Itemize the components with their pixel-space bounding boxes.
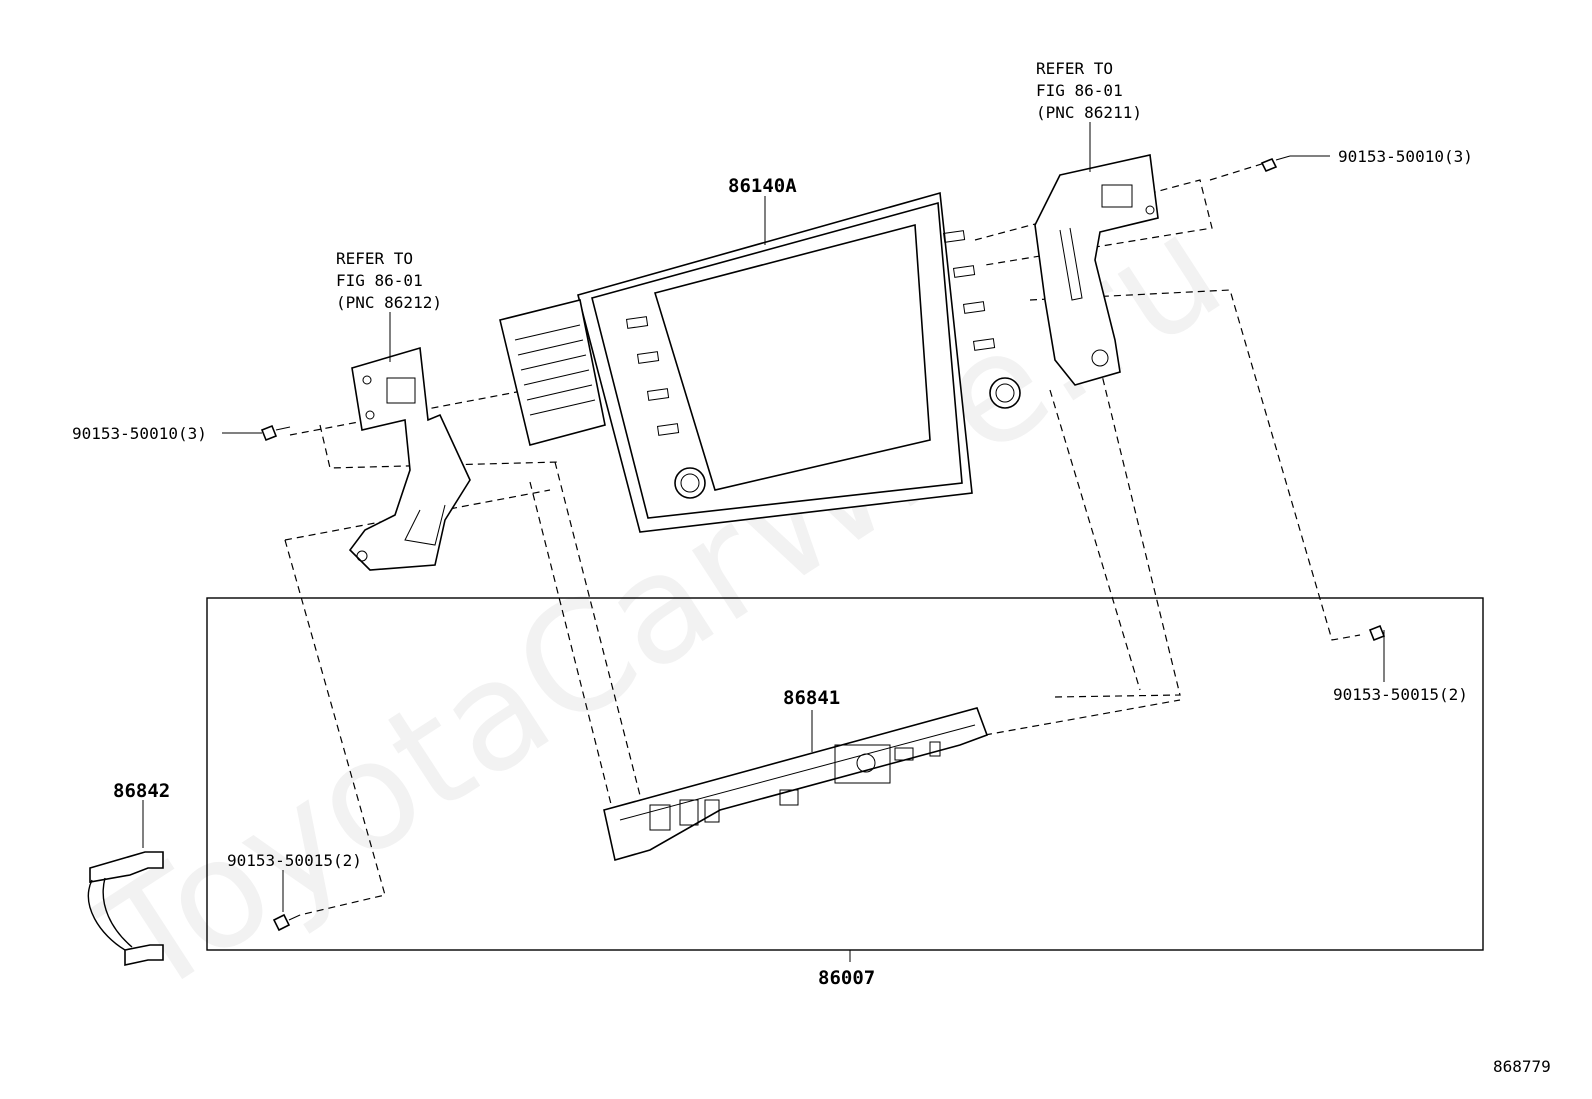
screw-icon bbox=[260, 424, 291, 442]
refer-right-line1: REFER TO bbox=[1036, 59, 1113, 78]
refer-left-line2: FIG 86-01 bbox=[336, 271, 423, 290]
screw-icon bbox=[1368, 624, 1386, 650]
screw-label-left: 90153-50010(3) bbox=[72, 424, 207, 443]
harness-86842 bbox=[87, 851, 164, 966]
refer-left-line1: REFER TO bbox=[336, 249, 413, 268]
screw-label-top-right: 90153-50010(3) bbox=[1338, 147, 1473, 166]
refer-left-line3: (PNC 86212) bbox=[336, 293, 442, 312]
part-number-harness-86842: 86842 bbox=[113, 780, 170, 802]
right-bracket bbox=[1034, 154, 1159, 386]
refer-right-line3: (PNC 86211) bbox=[1036, 103, 1142, 122]
diagram-id: 868779 bbox=[1493, 1057, 1551, 1076]
part-number-assembly-86007: 86007 bbox=[818, 967, 875, 989]
display-unit-86140a bbox=[499, 191, 1021, 533]
refer-right-line2: FIG 86-01 bbox=[1036, 81, 1123, 100]
left-bracket bbox=[348, 346, 471, 571]
part-number-display-86140a: 86140A bbox=[728, 175, 797, 197]
assembly-86007-box bbox=[206, 597, 1484, 951]
screw-label-left-box: 90153-50015(2) bbox=[227, 851, 362, 870]
screw-icon bbox=[1260, 155, 1291, 173]
bracket-86841 bbox=[603, 707, 989, 862]
part-number-bracket-86841: 86841 bbox=[783, 687, 840, 709]
screw-icon bbox=[272, 913, 301, 932]
alignment-dashed-lines bbox=[284, 161, 1361, 916]
screw-label-right-box: 90153-50015(2) bbox=[1333, 685, 1468, 704]
